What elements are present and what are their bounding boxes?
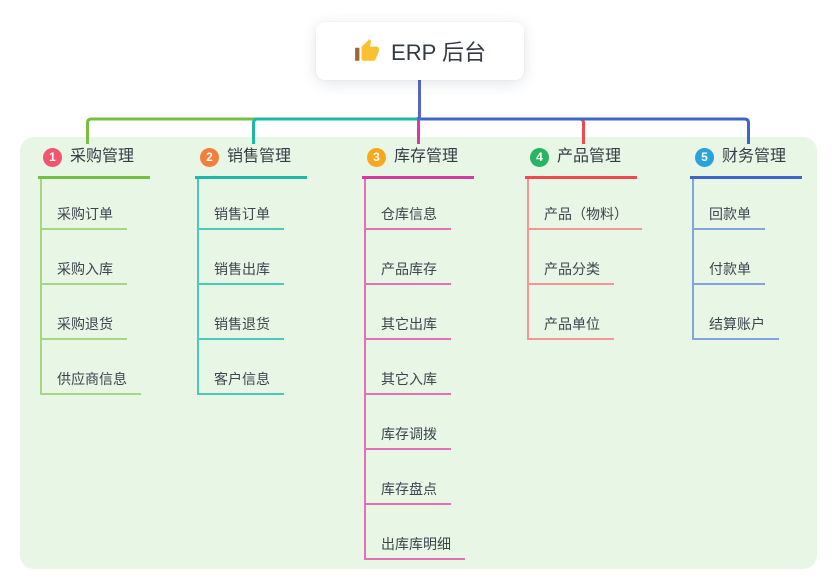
branch-sales-title[interactable]: 2 销售管理 bbox=[195, 146, 307, 179]
node-item[interactable]: 产品分类 bbox=[529, 230, 614, 285]
node-item[interactable]: 产品单位 bbox=[529, 285, 614, 340]
node-item[interactable]: 其它入库 bbox=[366, 340, 451, 395]
branch-inventory-children: 仓库信息 产品库存 其它出库 其它入库 库存调拨 库存盘点 出库库明细 bbox=[364, 179, 465, 560]
node-label: 产品（物料） bbox=[544, 206, 628, 222]
node-label: 销售退货 bbox=[214, 316, 270, 332]
node-item[interactable]: 销售出库 bbox=[199, 230, 284, 285]
branch-label: 采购管理 bbox=[70, 148, 135, 165]
node-label: 付款单 bbox=[709, 261, 751, 277]
node-item[interactable]: 其它出库 bbox=[366, 285, 451, 340]
branch-number-badge: 4 bbox=[530, 147, 549, 167]
branch-number-badge: 3 bbox=[367, 147, 386, 167]
node-item[interactable]: 销售订单 bbox=[199, 179, 284, 230]
root-node[interactable]: ERP 后台 bbox=[316, 22, 524, 80]
node-label: 出库库明细 bbox=[381, 536, 451, 552]
branch-finance-children: 回款单 付款单 结算账户 bbox=[692, 179, 779, 340]
branches-background-panel bbox=[20, 137, 817, 569]
node-item[interactable]: 采购入库 bbox=[42, 230, 127, 285]
branch-number-badge: 1 bbox=[43, 147, 62, 167]
branch-finance: 5 财务管理 回款单 付款单 结算账户 bbox=[690, 146, 802, 340]
node-item[interactable]: 付款单 bbox=[694, 230, 765, 285]
node-label: 结算账户 bbox=[709, 316, 765, 332]
node-item[interactable]: 库存调拨 bbox=[366, 395, 451, 450]
root-node-label: ERP 后台 bbox=[391, 40, 486, 65]
branch-sales-children: 销售订单 销售出库 销售退货 客户信息 bbox=[197, 179, 284, 395]
node-item[interactable]: 出库库明细 bbox=[366, 505, 465, 560]
node-label: 产品分类 bbox=[544, 261, 600, 277]
branch-inventory: 3 库存管理 仓库信息 产品库存 其它出库 其它入库 库存调拨 库存盘点 出库库… bbox=[362, 146, 474, 560]
node-label: 库存调拨 bbox=[381, 426, 437, 442]
branch-product-children: 产品（物料） 产品分类 产品单位 bbox=[527, 179, 642, 340]
node-label: 销售订单 bbox=[214, 206, 270, 222]
branch-label: 销售管理 bbox=[227, 148, 292, 165]
node-label: 供应商信息 bbox=[57, 371, 127, 387]
branch-number-badge: 2 bbox=[200, 147, 219, 167]
node-item[interactable]: 仓库信息 bbox=[366, 179, 451, 230]
node-item[interactable]: 结算账户 bbox=[694, 285, 779, 340]
node-item[interactable]: 库存盘点 bbox=[366, 450, 451, 505]
node-label: 客户信息 bbox=[214, 371, 270, 387]
node-item[interactable]: 供应商信息 bbox=[42, 340, 141, 395]
thumbs-up-icon bbox=[355, 39, 379, 61]
node-item[interactable]: 采购订单 bbox=[42, 179, 127, 230]
node-label: 仓库信息 bbox=[381, 206, 437, 222]
branch-number-badge: 5 bbox=[695, 147, 714, 167]
node-item[interactable]: 产品库存 bbox=[366, 230, 451, 285]
node-item[interactable]: 采购退货 bbox=[42, 285, 127, 340]
branch-purchase-title[interactable]: 1 采购管理 bbox=[38, 146, 150, 179]
branch-label: 产品管理 bbox=[557, 148, 622, 165]
node-label: 库存盘点 bbox=[381, 481, 437, 497]
node-label: 产品库存 bbox=[381, 261, 437, 277]
branch-label: 财务管理 bbox=[722, 148, 787, 165]
branch-finance-title[interactable]: 5 财务管理 bbox=[690, 146, 802, 179]
node-label: 其它入库 bbox=[381, 371, 437, 387]
branch-purchase-children: 采购订单 采购入库 采购退货 供应商信息 bbox=[40, 179, 141, 395]
node-label: 采购订单 bbox=[57, 206, 113, 222]
node-label: 采购入库 bbox=[57, 261, 113, 277]
node-item[interactable]: 销售退货 bbox=[199, 285, 284, 340]
node-item[interactable]: 产品（物料） bbox=[529, 179, 642, 230]
branch-inventory-title[interactable]: 3 库存管理 bbox=[362, 146, 474, 179]
node-label: 产品单位 bbox=[544, 316, 600, 332]
branch-sales: 2 销售管理 销售订单 销售出库 销售退货 客户信息 bbox=[195, 146, 307, 395]
node-item[interactable]: 客户信息 bbox=[199, 340, 284, 395]
node-item[interactable]: 回款单 bbox=[694, 179, 765, 230]
branch-purchase: 1 采购管理 采购订单 采购入库 采购退货 供应商信息 bbox=[38, 146, 150, 395]
branch-label: 库存管理 bbox=[394, 148, 459, 165]
branch-product-title[interactable]: 4 产品管理 bbox=[525, 146, 637, 179]
branch-product: 4 产品管理 产品（物料） 产品分类 产品单位 bbox=[525, 146, 642, 340]
node-label: 其它出库 bbox=[381, 316, 437, 332]
node-label: 销售出库 bbox=[214, 261, 270, 277]
node-label: 采购退货 bbox=[57, 316, 113, 332]
node-label: 回款单 bbox=[709, 206, 751, 222]
